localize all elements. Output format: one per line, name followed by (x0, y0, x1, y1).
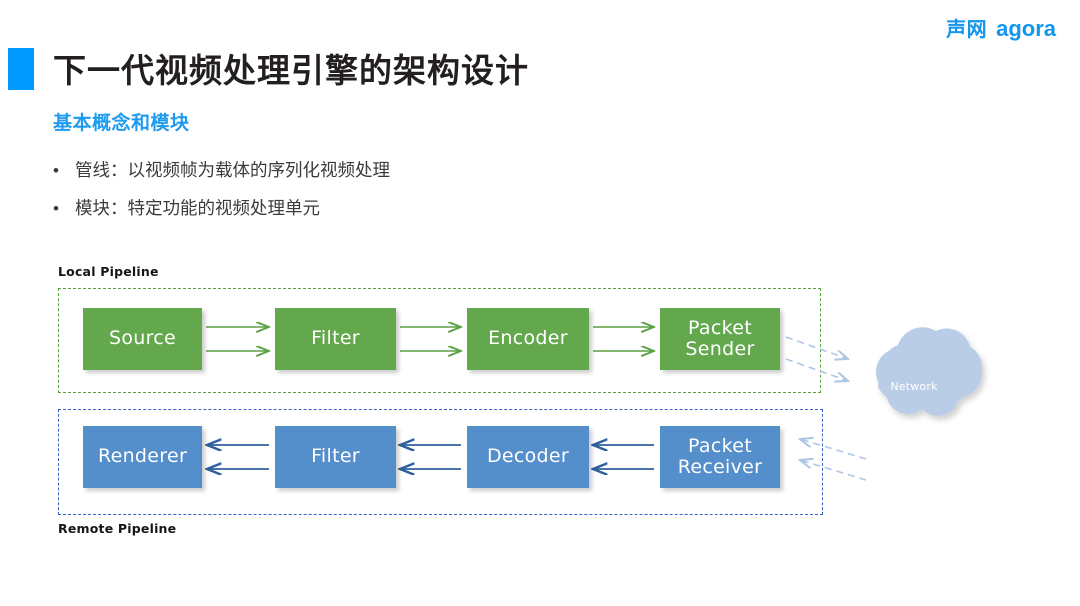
node-label-line1: Packet (688, 434, 752, 457)
brand-name-en: agora (996, 16, 1056, 41)
node-packet-sender[interactable]: Packet Sender (660, 308, 780, 370)
node-label: Filter (311, 445, 360, 468)
node-renderer[interactable]: Renderer (83, 426, 202, 488)
node-decoder[interactable]: Decoder (467, 426, 589, 488)
node-source[interactable]: Source (83, 308, 202, 370)
node-remote-filter[interactable]: Filter (275, 426, 396, 488)
node-label: Renderer (97, 445, 188, 468)
local-pipeline-label: Local Pipeline (58, 264, 159, 279)
page-title: 下一代视频处理引擎的架构设计 (53, 51, 529, 90)
bullet-marker-icon: • (53, 199, 59, 218)
node-label-line2: Receiver (677, 456, 763, 478)
node-label: Filter (311, 327, 360, 350)
brand-name-cn: 声网 (946, 17, 988, 41)
node-local-filter[interactable]: Filter (275, 308, 396, 370)
list-item: • 管线：以视频帧为载体的序列化视频处理 (53, 158, 753, 184)
page-subtitle: 基本概念和模块 (53, 112, 190, 134)
node-label: Encoder (488, 327, 568, 350)
remote-pipeline-label: Remote Pipeline (58, 521, 177, 536)
node-label-line1: Packet (688, 316, 752, 339)
network-cloud-label: Network (890, 380, 938, 393)
node-encoder[interactable]: Encoder (467, 308, 589, 370)
node-label: Packet Sender (685, 316, 755, 361)
bullet-text: 模块：特定功能的视频处理单元 (75, 199, 320, 219)
bullet-text: 管线：以视频帧为载体的序列化视频处理 (75, 161, 390, 181)
bullet-marker-icon: • (53, 161, 59, 180)
node-label: Packet Receiver (677, 434, 763, 479)
node-label: Source (108, 327, 177, 350)
list-item: • 模块：特定功能的视频处理单元 (53, 196, 753, 222)
title-accent-square (8, 48, 34, 90)
node-label-line2: Sender (685, 338, 755, 360)
network-cloud (876, 327, 982, 416)
node-label: Decoder (486, 445, 570, 468)
bullet-list: • 管线：以视频帧为载体的序列化视频处理 • 模块：特定功能的视频处理单元 (53, 158, 753, 234)
agora-logo: 声网 agora (946, 18, 1056, 40)
node-packet-receiver[interactable]: Packet Receiver (660, 426, 780, 488)
